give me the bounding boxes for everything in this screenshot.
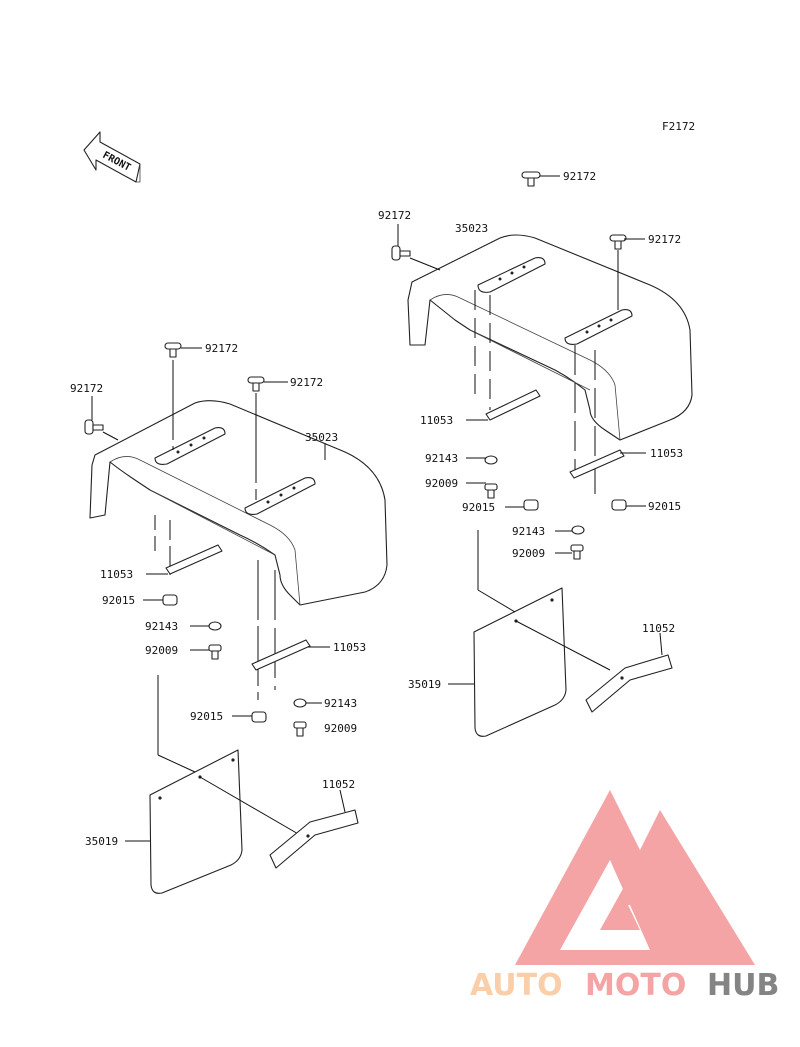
stay-11052-right bbox=[585, 654, 673, 713]
left-fender-assembly bbox=[84, 342, 388, 894]
front-arrow-icon: FRONT bbox=[83, 131, 141, 183]
label-11052: 11052 bbox=[322, 778, 355, 791]
figure-code: F2172 bbox=[662, 120, 695, 133]
bolt-icon bbox=[84, 419, 104, 435]
nut-icon bbox=[162, 594, 178, 606]
stay-11052-left bbox=[269, 809, 359, 869]
watermark-text-hub: HUB bbox=[707, 968, 779, 1003]
washer-icon bbox=[208, 621, 222, 631]
screw-icon bbox=[570, 544, 584, 560]
label-92009: 92009 bbox=[145, 644, 178, 657]
label-92015: 92015 bbox=[648, 500, 681, 513]
nut-icon bbox=[611, 499, 627, 511]
label-92172: 92172 bbox=[70, 382, 103, 395]
bolt-icon bbox=[391, 245, 411, 261]
bracket-11053-right-a bbox=[485, 389, 541, 421]
bolt-icon bbox=[521, 171, 541, 187]
screw-icon bbox=[484, 483, 498, 499]
label-35019: 35019 bbox=[408, 678, 441, 691]
bolt-icon bbox=[164, 342, 182, 358]
label-92009: 92009 bbox=[512, 547, 545, 560]
label-92143: 92143 bbox=[324, 697, 357, 710]
screw-icon bbox=[208, 644, 222, 660]
label-92172: 92172 bbox=[205, 342, 238, 355]
label-11053: 11053 bbox=[100, 568, 133, 581]
label-92009: 92009 bbox=[425, 477, 458, 490]
watermark-text-moto: MOTO bbox=[585, 968, 686, 1003]
watermark-logo: AUTO MOTO HUB bbox=[470, 790, 779, 1003]
label-92172: 92172 bbox=[378, 209, 411, 222]
label-11053: 11053 bbox=[650, 447, 683, 460]
bracket-11053-right-b bbox=[569, 449, 625, 479]
mudflap-35019-right bbox=[473, 587, 567, 737]
label-92143: 92143 bbox=[425, 452, 458, 465]
label-35023: 35023 bbox=[305, 431, 338, 444]
label-92143: 92143 bbox=[145, 620, 178, 633]
watermark-text-auto: AUTO bbox=[470, 968, 563, 1003]
right-leaders bbox=[397, 175, 663, 685]
label-11053: 11053 bbox=[420, 414, 453, 427]
screw-icon bbox=[293, 721, 307, 737]
left-labels: 92172 92172 92172 35023 11053 92015 9214… bbox=[70, 342, 366, 848]
label-92015: 92015 bbox=[102, 594, 135, 607]
label-11052: 11052 bbox=[642, 622, 675, 635]
left-leaders bbox=[91, 347, 346, 842]
right-fender-assembly bbox=[391, 171, 693, 737]
label-92172: 92172 bbox=[563, 170, 596, 183]
fender-35023-left bbox=[89, 400, 388, 606]
label-35019: 35019 bbox=[85, 835, 118, 848]
mudflap-35019-left bbox=[149, 749, 243, 894]
label-92143: 92143 bbox=[512, 525, 545, 538]
label-11053: 11053 bbox=[333, 641, 366, 654]
bolt-icon bbox=[609, 234, 627, 250]
washer-icon bbox=[293, 698, 307, 708]
label-92172: 92172 bbox=[290, 376, 323, 389]
washer-icon bbox=[484, 455, 498, 465]
bracket-11053-left-a bbox=[165, 544, 223, 575]
nut-icon bbox=[251, 711, 267, 723]
label-35023: 35023 bbox=[455, 222, 488, 235]
label-92015: 92015 bbox=[190, 710, 223, 723]
right-labels: 92172 92172 92172 35023 11053 92143 9200… bbox=[378, 170, 683, 691]
label-92009: 92009 bbox=[324, 722, 357, 735]
bolt-icon bbox=[247, 376, 265, 392]
label-92015: 92015 bbox=[462, 501, 495, 514]
washer-icon bbox=[571, 525, 585, 535]
label-92172: 92172 bbox=[648, 233, 681, 246]
nut-icon bbox=[523, 499, 539, 511]
fender-35023-right bbox=[407, 234, 693, 441]
bracket-11053-left-b bbox=[251, 639, 311, 671]
